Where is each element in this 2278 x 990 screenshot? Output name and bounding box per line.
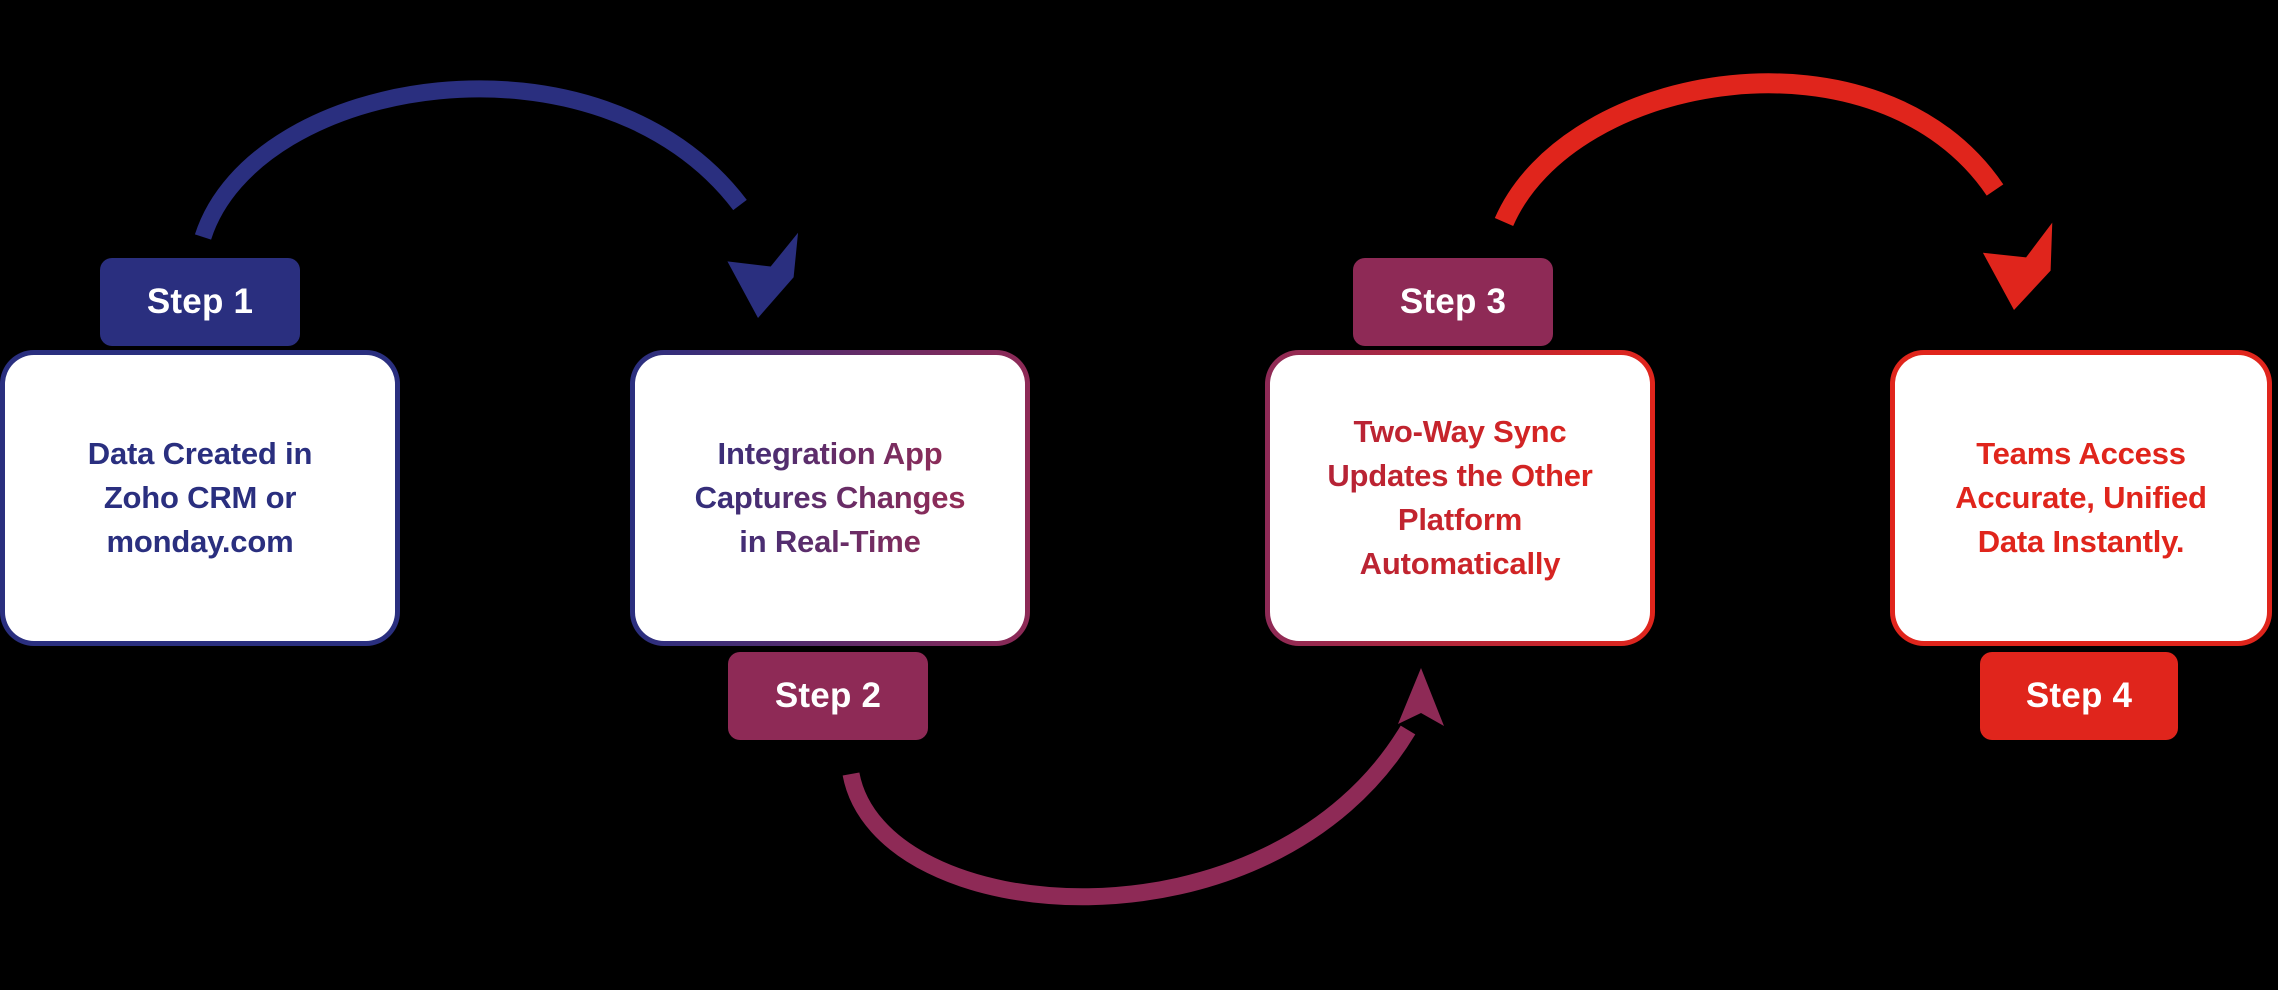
step-card-3-text: Two-Way Sync Updates the Other Platform … [1305, 410, 1614, 586]
step-card-2-inner: Integration App Captures Changes in Real… [635, 355, 1025, 641]
step-badge-1[interactable]: Step 1 [100, 258, 300, 346]
step-card-2-text: Integration App Captures Changes in Real… [673, 432, 988, 564]
step-badge-4-label: Step 4 [2025, 676, 2133, 715]
step-card-1-inner: Data Created in Zoho CRM or monday.com [5, 355, 395, 641]
step-badge-4[interactable]: Step 4 [1980, 652, 2178, 740]
step-badge-1-label: Step 1 [146, 282, 254, 321]
step-badge-2[interactable]: Step 2 [728, 652, 928, 740]
step-card-4-inner: Teams Access Accurate, Unified Data Inst… [1895, 355, 2267, 641]
arrow-step2-to-step3 [842, 668, 1444, 906]
step-card-2[interactable]: Integration App Captures Changes in Real… [630, 350, 1030, 646]
step-card-3[interactable]: Two-Way Sync Updates the Other Platform … [1265, 350, 1655, 646]
step-badge-2-label: Step 2 [774, 676, 882, 715]
step-card-3-inner: Two-Way Sync Updates the Other Platform … [1270, 355, 1650, 641]
step-card-4[interactable]: Teams Access Accurate, Unified Data Inst… [1890, 350, 2272, 646]
step-badge-3[interactable]: Step 3 [1353, 258, 1553, 346]
step-card-4-text: Teams Access Accurate, Unified Data Inst… [1955, 435, 2207, 559]
step-badge-3-label: Step 3 [1399, 282, 1507, 321]
arrow-step3-to-step4 [1494, 73, 2053, 310]
step-card-1[interactable]: Data Created in Zoho CRM or monday.com [0, 350, 400, 646]
step-card-1-text: Data Created in Zoho CRM or monday.com [87, 435, 313, 559]
